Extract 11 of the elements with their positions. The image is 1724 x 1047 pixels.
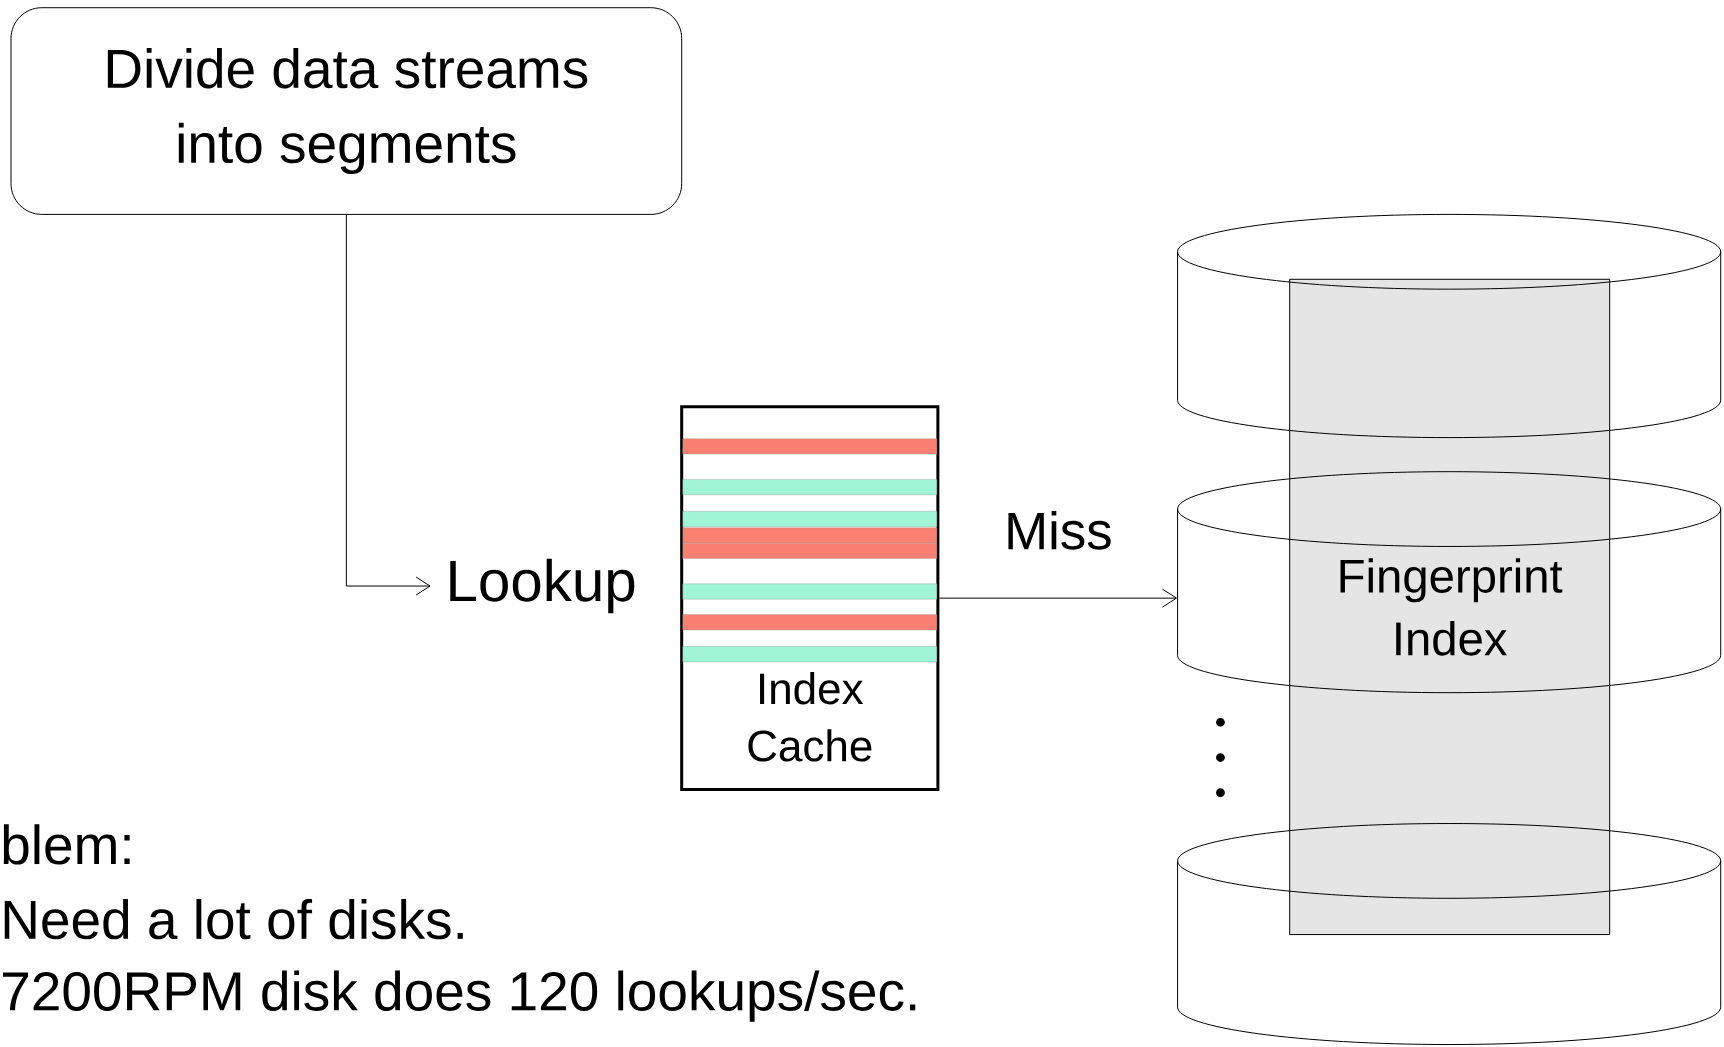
arrow	[938, 588, 1177, 608]
cache-drawing: Index Cache	[680, 405, 940, 792]
arrow	[345, 214, 431, 596]
process-box: Divide data streams into segments	[10, 7, 683, 216]
disk-stack-drawing	[1177, 214, 1722, 1046]
note-text: 7200RPM disk does 120 lookups/sec.	[3, 970, 916, 1022]
note-text: blem:	[3, 824, 130, 865]
index-panel: Fingerprint Index	[1289, 278, 1611, 936]
edge-label: Miss	[1002, 509, 1115, 552]
note-text: Need a lot of disks.	[4, 899, 463, 940]
step-label: Lookup	[450, 559, 635, 614]
